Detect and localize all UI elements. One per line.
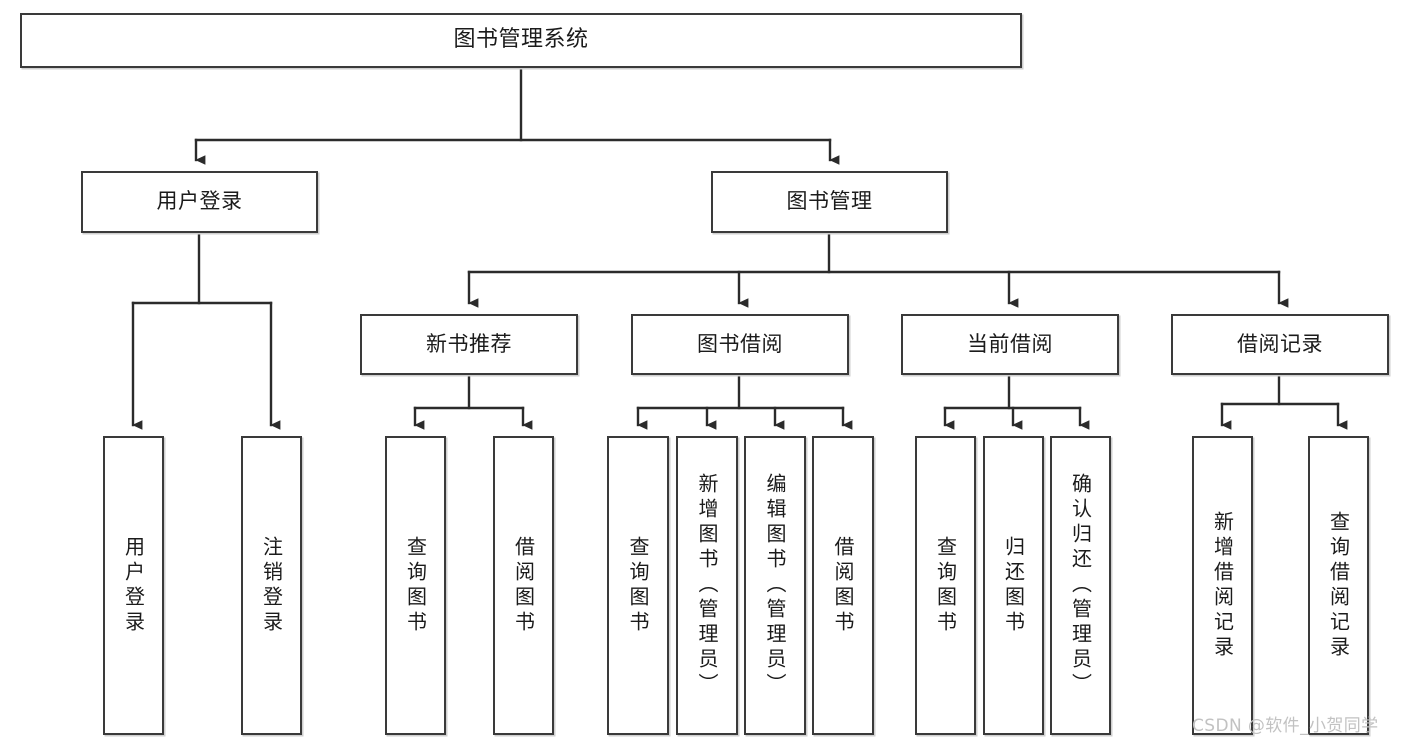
node-new-book-recommend[interactable]: 新书推荐 [360,314,578,375]
node-user-login[interactable]: 用户登录 [81,171,318,233]
node-book-management[interactable]: 图书管理 [711,171,948,233]
leaf-current-borrow-return-books[interactable]: 归还图书 [983,436,1044,735]
leaf-book-borrow-add-book-admin[interactable]: 新增图书（管理员） [676,436,738,735]
leaf-borrow-records-query-record[interactable]: 查询借阅记录 [1308,436,1369,735]
node-label: 用户登录 [121,535,146,636]
leaf-user-login-signout[interactable]: 注销登录 [241,436,302,735]
csdn-watermark: CSDN @软件_小贺同学 [1192,716,1379,736]
leaf-book-borrow-query-books[interactable]: 查询图书 [607,436,669,735]
node-label: 图书管理系统 [453,27,589,53]
node-borrow-records[interactable]: 借阅记录 [1171,314,1389,375]
node-label: 图书借阅 [697,331,783,356]
node-label: 注销登录 [259,535,284,636]
leaf-book-borrow-borrow-books[interactable]: 借阅图书 [812,436,874,735]
node-current-borrow[interactable]: 当前借阅 [901,314,1119,375]
node-label: 借阅记录 [1237,331,1323,356]
node-label: 新增借阅记录 [1210,510,1235,661]
node-label: 借阅图书 [511,535,536,636]
node-label: 确认归还（管理员） [1068,473,1093,698]
leaf-borrow-records-add-record[interactable]: 新增借阅记录 [1192,436,1253,735]
node-label: 图书管理 [786,189,873,214]
leaf-user-login-signin[interactable]: 用户登录 [103,436,164,735]
node-label: 查询图书 [403,535,428,636]
node-label: 查询图书 [933,535,958,636]
node-label: 编辑图书（管理员） [763,473,787,698]
node-root-library-system[interactable]: 图书管理系统 [20,13,1022,68]
node-label: 归还图书 [1001,535,1026,636]
node-label: 用户登录 [156,189,243,214]
leaf-new-book-query-books[interactable]: 查询图书 [385,436,446,735]
node-label: 借阅图书 [831,535,855,636]
node-label: 新书推荐 [426,331,512,356]
leaf-current-borrow-confirm-return-admin[interactable]: 确认归还（管理员） [1050,436,1111,735]
leaf-current-borrow-query-books[interactable]: 查询图书 [915,436,976,735]
node-label: 新增图书（管理员） [695,473,719,698]
node-label: 查询借阅记录 [1326,510,1351,661]
leaf-new-book-borrow-books[interactable]: 借阅图书 [493,436,554,735]
leaf-book-borrow-edit-book-admin[interactable]: 编辑图书（管理员） [744,436,806,735]
node-label: 查询图书 [626,535,650,636]
node-label: 当前借阅 [967,331,1053,356]
node-book-borrow[interactable]: 图书借阅 [631,314,849,375]
